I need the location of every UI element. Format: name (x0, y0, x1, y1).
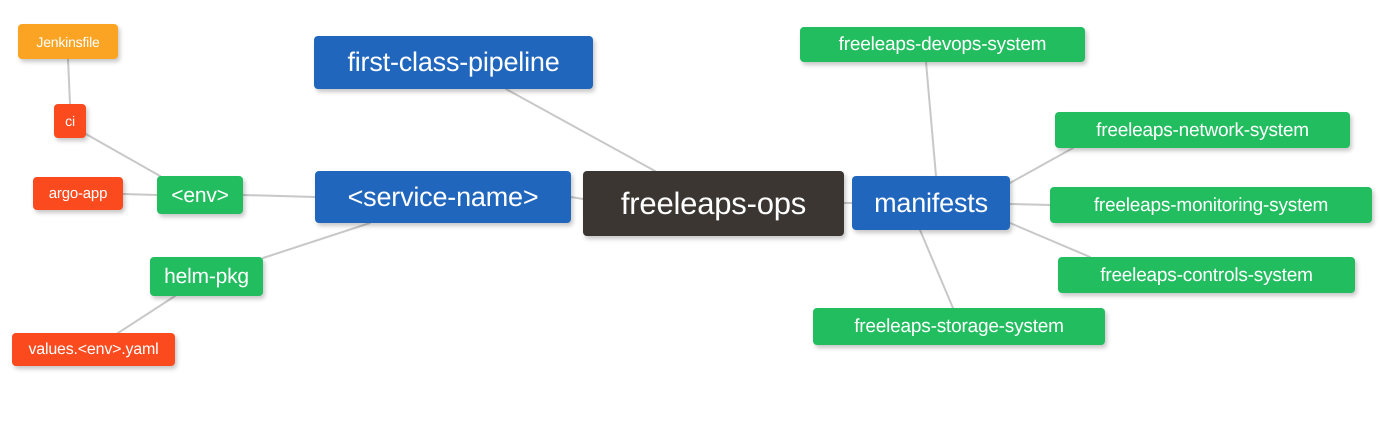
node-freeleaps-ops[interactable]: freeleaps-ops (583, 171, 844, 236)
edge-devops-system-to-manifests (925, 61, 937, 177)
edge-first-class-pipeline-to-freeleaps-ops (505, 88, 656, 172)
node-controls-system[interactable]: freeleaps-controls-system (1058, 257, 1355, 293)
node-devops-system[interactable]: freeleaps-devops-system (800, 27, 1085, 62)
edge-argo-app-to-env (122, 193, 158, 196)
node-storage-system[interactable]: freeleaps-storage-system (813, 308, 1105, 345)
node-jenkinsfile[interactable]: Jenkinsfile (18, 24, 118, 59)
edge-controls-system-to-manifests (1009, 222, 1091, 258)
node-first-class-pipeline[interactable]: first-class-pipeline (314, 36, 593, 89)
node-helm-pkg[interactable]: helm-pkg (150, 257, 263, 296)
node-network-system[interactable]: freeleaps-network-system (1055, 112, 1350, 148)
node-values-yaml[interactable]: values.<env>.yaml (12, 333, 175, 366)
node-manifests[interactable]: manifests (852, 176, 1010, 230)
edge-storage-system-to-manifests (919, 229, 954, 309)
edge-network-system-to-manifests (1009, 147, 1074, 184)
edge-monitoring-system-to-manifests (1009, 203, 1051, 206)
node-ci[interactable]: ci (54, 104, 86, 138)
edge-jenkinsfile-to-ci (67, 58, 71, 105)
edge-service-name-to-helm-pkg (262, 222, 371, 259)
edge-helm-pkg-to-values-yaml (117, 295, 176, 334)
edge-env-to-service-name (242, 194, 316, 198)
node-argo-app[interactable]: argo-app (33, 177, 123, 210)
node-service-name[interactable]: <service-name> (315, 171, 571, 223)
node-monitoring-system[interactable]: freeleaps-monitoring-system (1050, 187, 1372, 223)
node-env[interactable]: <env> (157, 176, 243, 214)
edge-service-name-to-freeleaps-ops (570, 196, 584, 200)
edge-ci-to-env (85, 133, 161, 177)
